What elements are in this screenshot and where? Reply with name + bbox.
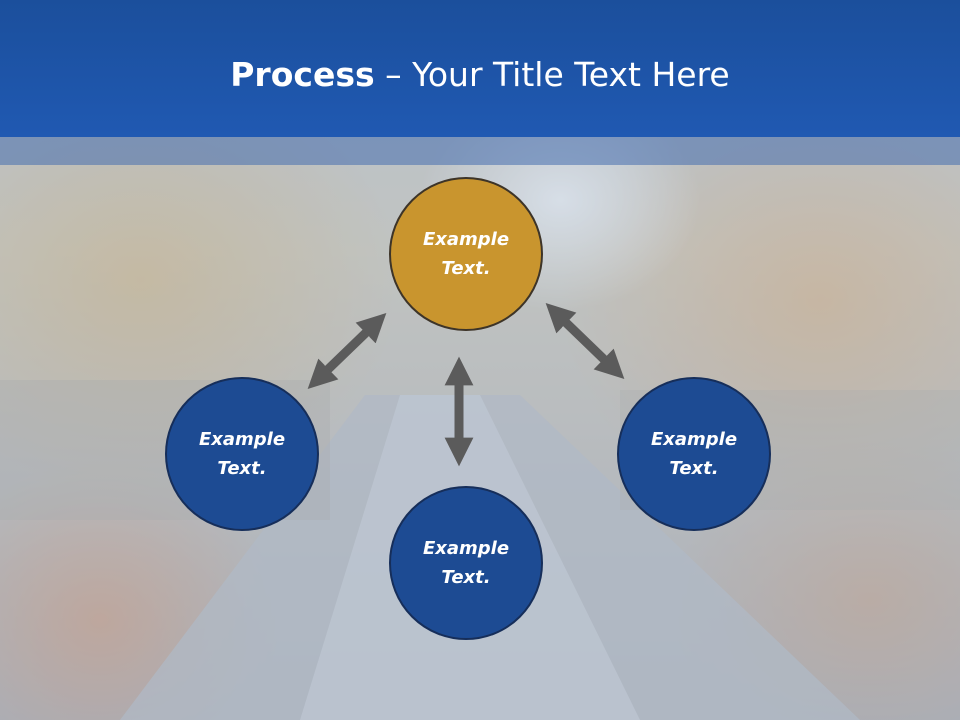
node-top-label: Example Text. xyxy=(422,229,510,279)
node-bottom[interactable]: Example Text. xyxy=(389,486,543,640)
node-right[interactable]: Example Text. xyxy=(617,377,771,531)
node-right-label: Example Text. xyxy=(650,429,738,479)
title-bold: Process xyxy=(230,55,375,94)
slide-title[interactable]: Process – Your Title Text Here xyxy=(0,52,960,98)
title-bar xyxy=(0,0,960,137)
title-rest: – Your Title Text Here xyxy=(374,55,730,94)
node-bottom-label: Example Text. xyxy=(422,538,510,588)
title-bar-band xyxy=(0,137,960,165)
node-left-label: Example Text. xyxy=(198,429,286,479)
node-top[interactable]: Example Text. xyxy=(389,177,543,331)
node-left[interactable]: Example Text. xyxy=(165,377,319,531)
